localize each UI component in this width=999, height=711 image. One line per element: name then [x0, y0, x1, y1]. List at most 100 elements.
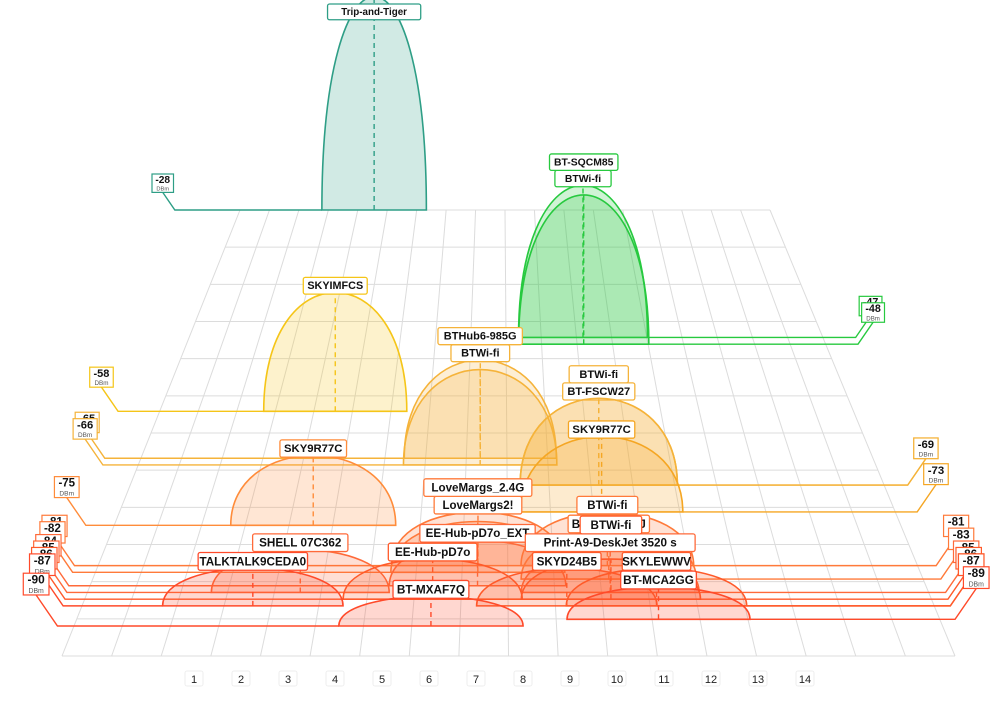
dbm-unit: DBm [929, 478, 944, 485]
grid-column-line [651, 209, 758, 657]
channel-tick-box [701, 670, 721, 687]
channel-tick-label: 7 [473, 674, 479, 686]
ssid-label: BTWi-fi [579, 369, 618, 381]
dbm-leader-line [700, 568, 970, 600]
channel-tick-label: 2 [238, 674, 244, 686]
ssid-label-box [279, 439, 348, 458]
channel-tick-label: 14 [799, 674, 811, 686]
channel-tick-label: 1 [191, 674, 197, 686]
ssid-label: BTWi-fi [565, 174, 601, 185]
ssid-label: BTHub6-985G [444, 331, 517, 343]
channel-tick-label: 8 [520, 674, 526, 686]
ssid-label: BT-FSCW27 [567, 386, 630, 398]
ssid-label: SKYD24B5 [537, 555, 598, 568]
dbm-value: -75 [58, 478, 75, 490]
dbm-badge [962, 566, 990, 590]
dbm-unit: DBm [35, 568, 50, 575]
dbm-unit: DBm [919, 452, 933, 459]
ssid-label: BTWi-fi [587, 500, 627, 512]
dbm-value: -81 [948, 515, 965, 528]
dbm-leader-line [162, 192, 322, 211]
dbm-leader-line [41, 575, 163, 607]
channel-tick-box [325, 670, 345, 687]
dbm-value: -90 [28, 573, 46, 587]
signal-curve[interactable] [519, 397, 679, 486]
ssid-label: BT-MXAF7Q [397, 582, 465, 596]
dbm-value: -58 [94, 368, 110, 380]
channel-tick-label: 6 [426, 674, 432, 686]
ssid-label: Print-A9-DeskJet 3520 s [544, 537, 678, 550]
channel-tick-label: 10 [611, 674, 623, 686]
dbm-value: -83 [953, 528, 970, 541]
dbm-unit: DBm [156, 187, 169, 193]
ssid-label-box [197, 551, 309, 571]
dbm-value: -87 [963, 553, 980, 567]
grid-column-line [710, 209, 857, 657]
ssid-label: BT-MCA2GG [623, 573, 694, 587]
dbm-badge [151, 173, 175, 193]
ssid-label: LoveMargs_2.4G [431, 481, 524, 494]
dbm-badge [923, 463, 949, 486]
dbm-leader-line [749, 588, 977, 620]
channel-tick-label: 13 [752, 674, 764, 686]
channel-tick-box [372, 670, 392, 687]
ssid-label: BTWi-fi [591, 519, 632, 532]
ssid-label: BTWi-fi [461, 348, 499, 360]
dbm-leader-line [677, 458, 927, 486]
channel-tick-label: 5 [379, 674, 385, 686]
dbm-unit: DBm [94, 380, 108, 387]
ssid-label-box [437, 326, 524, 346]
ssid-label-box [621, 551, 692, 571]
dbm-leader-line [84, 438, 404, 466]
dbm-unit: DBm [78, 432, 92, 439]
ssid-label-box [423, 478, 533, 498]
ssid-label-box [302, 276, 368, 295]
ssid-label: EE-Hub-pD7o [395, 546, 470, 559]
ssid-label-box [568, 365, 630, 384]
dbm-leader-line [66, 497, 231, 527]
ssid-label: TALKTALK9CEDA0 [199, 555, 306, 568]
dbm-badge [861, 302, 886, 323]
dbm-value: -48 [865, 303, 881, 315]
dbm-value: -89 [968, 566, 986, 580]
channel-tick-box [748, 670, 768, 687]
dbm-leader-line [43, 568, 344, 600]
channel-tick-box [795, 670, 815, 687]
channel-tick-box [466, 670, 486, 687]
dbm-leader-line [647, 315, 872, 339]
ssid-label: EE-Hub-pD7o_EXT [426, 527, 530, 540]
dbm-unit: DBm [59, 490, 74, 497]
ssid-label-box [387, 542, 478, 562]
dbm-value: -28 [155, 175, 170, 186]
network-series: -28DBmTrip-and-Tiger-47DBmBTWi-fi-48DBmB… [22, 0, 990, 627]
grid-column-line [533, 209, 559, 657]
channel-tick-box [513, 670, 533, 687]
channel-tick-box [607, 670, 627, 687]
signal-curve[interactable] [321, 0, 428, 211]
channel-tick-box [654, 670, 674, 687]
grid-column-line [769, 209, 956, 657]
channel-tick-box [419, 670, 439, 687]
channel-tick-label: 3 [285, 674, 291, 686]
dbm-leader-line [682, 484, 937, 513]
dbm-value: -73 [928, 465, 944, 477]
dbm-leader-line [746, 575, 972, 607]
ssid-label: Trip-and-Tiger [341, 7, 407, 18]
channel-tick-label: 11 [658, 674, 669, 686]
dbm-leader-line [35, 594, 339, 627]
dbm-unit: DBm [969, 581, 985, 588]
dbm-unit: DBm [28, 588, 44, 595]
